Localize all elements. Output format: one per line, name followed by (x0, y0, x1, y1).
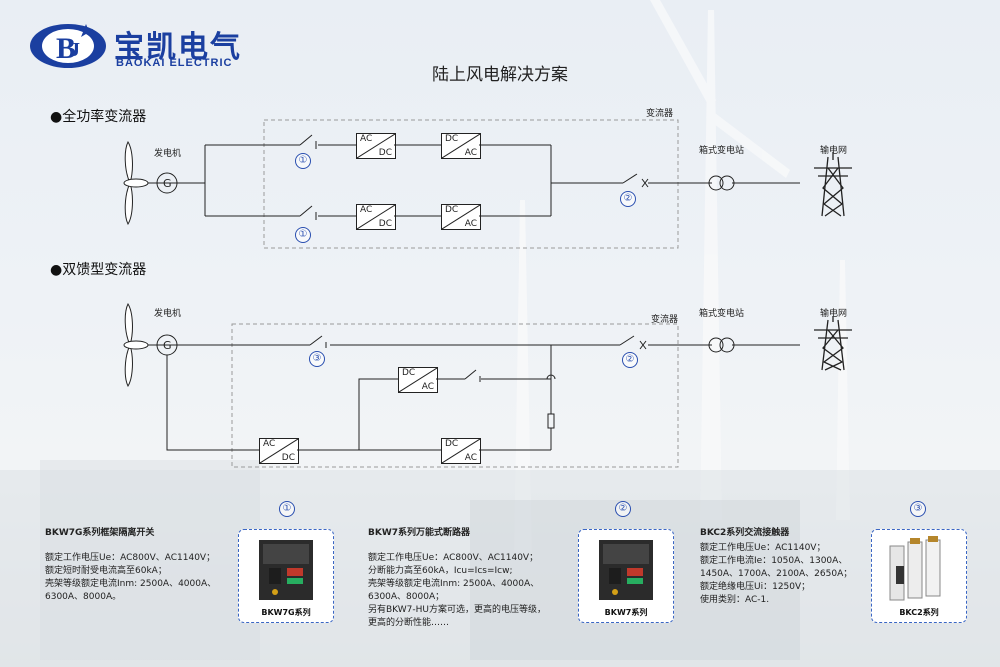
section-title-full-power: ●全功率变流器 (50, 109, 147, 125)
marker-2-section2: ② (622, 352, 638, 368)
svg-text:J: J (70, 39, 80, 61)
switch-1a (299, 134, 317, 149)
product-caption-bkw7g: BKW7G系列 (261, 608, 311, 617)
product-marker-2: ② (615, 501, 631, 517)
grid-label-2: 输电网 (820, 309, 848, 319)
product-heading-bkw7g: BKW7G系列框架隔离开关 (45, 528, 155, 538)
converter-dashed-boundary-2 (231, 323, 679, 468)
substation-label-1: 箱式变电站 (699, 146, 745, 156)
generator-label-2: 发电机 (154, 309, 182, 319)
company-logo: B J 宝凯电气 BAOKAI ELECTRIC (28, 20, 268, 72)
breaker-product-icon (599, 540, 653, 600)
marker-3-section2: ③ (309, 351, 325, 367)
product-marker-1: ① (279, 501, 295, 517)
product-card-bkw7g[interactable]: BKW7G系列 (238, 529, 334, 623)
converter-label-1: 变流器 (646, 109, 674, 119)
turbine-icon-1 (123, 140, 157, 226)
converter-dashed-boundary-1 (263, 119, 679, 249)
logo-chinese-name: 宝凯电气 (114, 30, 242, 65)
grid-tower-icon-2 (814, 316, 852, 371)
svg-text:B: B (56, 32, 76, 65)
transformer-1a (708, 175, 724, 191)
marker-2-section1: ② (620, 191, 636, 207)
switch-1b (299, 205, 317, 220)
substation-label-2: 箱式变电站 (699, 309, 745, 319)
product-heading-bkw7: BKW7系列万能式断路器 (368, 528, 471, 538)
transformer-1b (719, 175, 735, 191)
product-marker-3: ③ (910, 501, 926, 517)
logo-english-name: BAOKAI ELECTRIC (116, 57, 233, 69)
breaker-product-icon (259, 540, 313, 600)
marker-1-path-a: ① (295, 153, 311, 169)
breaker-2 (619, 335, 647, 350)
product-caption-bkc2: BKC2系列 (899, 608, 939, 617)
contactor-3 (309, 335, 327, 348)
product-heading-bkc2: BKC2系列交流接触器 (700, 528, 790, 538)
breaker-1 (622, 173, 649, 188)
page-title: 陆上风电解决方案 (432, 65, 568, 85)
transformer-2a (708, 337, 724, 353)
logo-emblem-icon: B J (30, 24, 106, 68)
product-card-bkw7[interactable]: BKW7系列 (578, 529, 674, 623)
switch-upper (464, 369, 481, 382)
transformer-2b (719, 337, 735, 353)
product-info-bkc2: BKC2系列交流接触器 额定工作电压Ue：AC1140V； 额定工作电流Ie：1… (700, 528, 853, 605)
generator-label-1: 发电机 (154, 149, 182, 159)
product-info-bkw7: BKW7系列万能式断路器 额定工作电压Ue：AC800V、AC1140V； 分断… (368, 528, 546, 628)
product-card-bkc2[interactable]: BKC2系列 (871, 529, 967, 623)
fuse (547, 413, 555, 429)
grid-label-1: 输电网 (820, 146, 848, 156)
contactor-product-icon (889, 536, 941, 601)
section-title-doubly-fed: ●双馈型变流器 (50, 262, 147, 278)
product-info-bkw7g: BKW7G系列框架隔离开关 额定工作电压Ue：AC800V、AC1140V； 额… (45, 528, 217, 602)
product-caption-bkw7: BKW7系列 (604, 608, 648, 617)
grid-tower-icon-1 (814, 152, 852, 217)
turbine-icon-2 (123, 302, 157, 388)
marker-1-path-b: ① (295, 227, 311, 243)
converter-label-2: 变流器 (651, 315, 679, 325)
